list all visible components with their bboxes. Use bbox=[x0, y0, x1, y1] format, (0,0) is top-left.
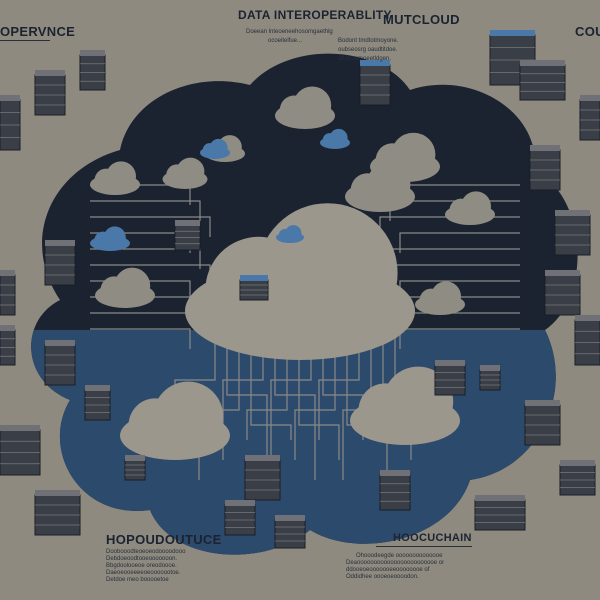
cloud-shape bbox=[90, 161, 140, 195]
heading-top-left: OPERVNCE bbox=[0, 24, 76, 39]
server-icon bbox=[544, 270, 581, 316]
cloud-shape bbox=[90, 226, 130, 251]
server-icon bbox=[124, 455, 146, 481]
server-icon bbox=[379, 470, 411, 511]
server-icon bbox=[579, 95, 600, 141]
network-line bbox=[90, 200, 201, 221]
server-icon bbox=[434, 360, 466, 396]
server-icon bbox=[359, 60, 391, 106]
server-icon bbox=[519, 60, 566, 101]
cloud-shape bbox=[415, 281, 465, 315]
heading-bottom-left: HOPOUDOUTUCE bbox=[106, 532, 222, 547]
network-line bbox=[90, 216, 211, 237]
server-icon bbox=[174, 220, 201, 251]
server-icon bbox=[474, 495, 526, 531]
cloud-shape bbox=[275, 86, 335, 129]
server-icon bbox=[479, 365, 501, 391]
heading-top-center: DATA INTEROPERABLITY bbox=[238, 8, 392, 22]
top-center-sub-2: ocoeitelfue... bbox=[268, 38, 303, 44]
server-icon bbox=[34, 70, 66, 116]
server-icon bbox=[559, 460, 596, 496]
server-icon bbox=[239, 275, 269, 301]
server-icon bbox=[84, 385, 111, 421]
top-right-item-2: oubseosrg oaudtitdoe. bbox=[338, 47, 398, 53]
server-stacks bbox=[0, 30, 600, 549]
server-icon bbox=[44, 340, 76, 386]
bottom-left-item: Debdoeoodtooeooooooon. bbox=[106, 556, 178, 562]
cloud-shape bbox=[95, 267, 155, 308]
server-icon bbox=[0, 270, 16, 316]
network-line bbox=[274, 330, 316, 480]
bottom-left-item: Daeoeooeeeeoeooooootoe. bbox=[106, 570, 181, 576]
server-icon bbox=[44, 240, 76, 286]
cloud-shape bbox=[200, 138, 230, 159]
cloud-shape bbox=[345, 162, 415, 213]
server-icon bbox=[524, 400, 561, 446]
cloud-shape bbox=[320, 128, 350, 149]
cloud-shape bbox=[162, 157, 208, 189]
bottom-left-item: Detdoe meo booooetoe bbox=[106, 577, 169, 583]
cloud-shape bbox=[120, 381, 230, 460]
top-right-item-3: attdeoomoeetldgen. bbox=[338, 56, 392, 62]
server-icon bbox=[574, 315, 600, 366]
network-line bbox=[294, 330, 336, 460]
heading-bottom-right: HOOCUCHAIN bbox=[393, 532, 472, 544]
server-icon bbox=[529, 145, 561, 191]
bottom-right-item: ddooeoeooooooeeoooooooe of bbox=[346, 567, 430, 573]
bottom-right-item: Ohooodeegde oooooooooooooe bbox=[356, 553, 443, 559]
bottom-left-item: Doobooodteoeoeodoooodooo bbox=[106, 549, 186, 555]
server-icon bbox=[34, 490, 81, 536]
divider bbox=[376, 546, 472, 547]
server-icon bbox=[0, 95, 21, 151]
server-icon bbox=[224, 500, 256, 536]
server-icon bbox=[274, 515, 306, 549]
bottom-right-item: Deaoooooooooooooooooooooooe or bbox=[346, 560, 445, 566]
network-line bbox=[318, 330, 360, 440]
network-line bbox=[226, 330, 268, 460]
server-icon bbox=[554, 210, 591, 256]
cloud-shape bbox=[445, 191, 495, 225]
network-line bbox=[399, 232, 520, 253]
bottom-left-item: Bbgdoolooeoe oreodoooe. bbox=[106, 563, 177, 569]
network-lines bbox=[90, 184, 520, 480]
cloud-shape bbox=[276, 225, 304, 243]
heading-top-right: MUTCLOUD bbox=[383, 12, 460, 27]
bottom-right-item: Oddidhee oooeoeoooodon. bbox=[346, 574, 419, 580]
network-line bbox=[246, 330, 288, 440]
server-icon bbox=[79, 50, 106, 91]
top-right-item-1: Bodont tmdtotmoyone. bbox=[338, 38, 399, 44]
divider bbox=[0, 40, 50, 41]
server-icon bbox=[0, 325, 16, 366]
top-center-sub-1: Doeean lnteoeneehosomgaethlg bbox=[246, 29, 333, 35]
server-icon bbox=[0, 425, 41, 476]
heading-far-right: COU bbox=[575, 24, 600, 39]
network-line bbox=[90, 328, 191, 349]
server-icon bbox=[244, 455, 281, 501]
